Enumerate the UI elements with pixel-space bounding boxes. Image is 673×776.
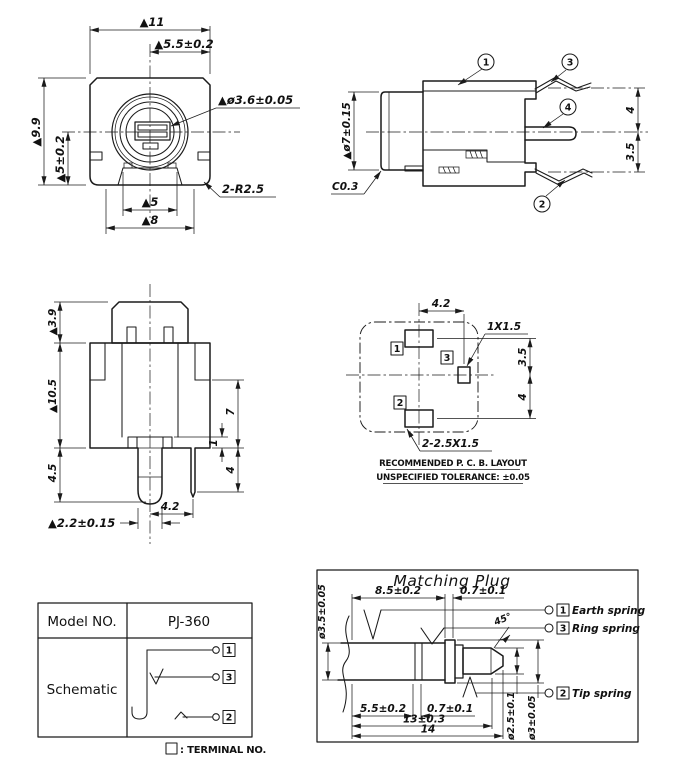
schematic-terminal-2: 2 <box>226 713 233 724</box>
matching-plug-panel: Matching Plug 45° 1 Eart <box>316 569 646 743</box>
dim-bottom-offset: 3.5 <box>625 143 637 162</box>
dim-small-pad: 1X1.5 <box>487 321 521 333</box>
dim-shaft-height: 4.5 <box>47 464 59 484</box>
terminal-box-glyph <box>165 742 178 755</box>
dim-pin-tail: 4 <box>225 466 237 474</box>
dim-tip-diameter: ø2.5±0.1 <box>506 692 517 741</box>
callout-top-spring: 3 <box>567 58 574 69</box>
dim-length-13: 13±0.3 <box>403 714 445 726</box>
dim-base-width: ▲8 <box>142 213 159 227</box>
model-label: Model NO. <box>47 614 116 630</box>
callout-center-pin: 4 <box>565 103 572 114</box>
spring-terminal-1: 1 <box>560 606 567 617</box>
pcb-terminal-2: 2 <box>397 398 404 409</box>
callout-housing: 1 <box>483 58 490 69</box>
spec-table: Model NO. PJ-360 Schematic 1 3 2 : TERMI… <box>37 602 266 756</box>
pcb-note-tolerance: UNSPECIFIED TOLERANCE: ±0.05 <box>376 473 530 483</box>
dim-cap-height: ▲3.9 <box>47 309 59 336</box>
dim-chamfer-angle: 45° <box>492 611 514 628</box>
front-view: ▲11 ▲5.5±0.2 ▲9.9 ▲5±0.2 ▲ø3.6±0.05 2-R2… <box>29 15 300 234</box>
dim-center-height: ▲5±0.2 <box>53 136 67 183</box>
dim-pin-length: 7 <box>225 408 237 416</box>
dim-slot-width: ▲5 <box>142 195 159 209</box>
spring-legend: 1 Earth spring 3 Ring spring 2 Tip sprin… <box>381 603 646 700</box>
dim-overall-width: ▲11 <box>140 15 165 29</box>
schematic-symbol: 1 3 2 <box>131 642 236 725</box>
earth-spring-label: Earth spring <box>572 605 646 617</box>
matching-plug-title: Matching Plug <box>393 572 510 590</box>
model-value: PJ-360 <box>168 614 210 630</box>
terminal-note: : TERMINAL NO. <box>180 745 266 756</box>
dim-groove-pos: 5.5±0.2 <box>360 703 406 715</box>
dim-chamfer: C0.3 <box>332 181 358 193</box>
dim-length-14: 14 <box>421 724 436 736</box>
dim-lower-offset: 4 <box>517 393 529 401</box>
dim-corner-radius: 2-R2.5 <box>222 182 264 196</box>
pcb-terminal-1: 1 <box>394 344 401 355</box>
schematic-label: Schematic <box>47 682 118 698</box>
pcb-terminal-3: 3 <box>444 353 451 364</box>
dim-barrel-diameter: ▲ø7±0.15 <box>341 102 353 159</box>
schematic-terminal-3: 3 <box>226 673 233 684</box>
callout-bottom-spring: 2 <box>539 200 546 211</box>
dim-shaft-diameter: ø3.5±0.05 <box>317 584 328 640</box>
dim-body-height: ▲10.5 <box>47 379 59 413</box>
tip-spring-label: Tip spring <box>572 688 632 700</box>
dim-pad-offset: 4.2 <box>431 298 451 310</box>
spring-terminal-2: 2 <box>560 689 567 700</box>
dim-pin-offset: 4.2 <box>160 501 180 513</box>
pcb-note-title: RECOMMENDED P. C. B. LAYOUT <box>379 459 527 469</box>
pcb-layout-view: 1 3 2 4.2 1X1.5 3.5 4 2-2.5X1.5 RECOMMEN… <box>346 298 536 484</box>
plug-drawing: 45° <box>337 609 514 713</box>
schematic-terminal-1: 1 <box>226 646 233 657</box>
dim-ring-diameter: ø3±0.05 <box>527 695 538 741</box>
dim-hole-diameter: ▲ø3.6±0.05 <box>218 93 293 107</box>
dim-top-offset: 4 <box>625 106 637 114</box>
dim-upper-offset: 3.5 <box>517 348 529 367</box>
dim-large-pads: 2-2.5X1.5 <box>422 438 479 450</box>
dim-shaft-length: 8.5±0.2 <box>375 585 421 597</box>
bottom-view: ▲3.9 ▲10.5 4.5 ▲2.2±0.15 4.2 7 1 4 <box>47 284 244 544</box>
dim-collar-width-top: 0.7±0.1 <box>460 585 506 597</box>
dim-top-width: ▲5.5±0.2 <box>154 37 213 51</box>
dim-groove-width: 0.7±0.1 <box>427 703 473 715</box>
dim-overall-height: ▲9.9 <box>29 117 43 146</box>
ring-spring-label: Ring spring <box>572 623 640 635</box>
dim-bush-diameter: ▲2.2±0.15 <box>48 516 115 530</box>
spring-terminal-3: 3 <box>560 624 567 635</box>
side-view: 1 3 4 2 ▲ø7±0.15 C0.3 4 3.5 <box>331 53 648 213</box>
dim-collar: 1 <box>208 439 220 446</box>
